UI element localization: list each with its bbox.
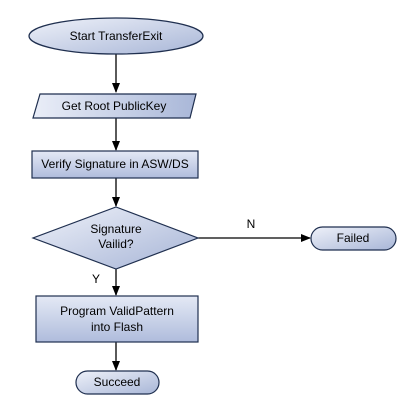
node-succeed-label: Succeed — [94, 375, 141, 389]
node-program: Program ValidPattern into Flash — [35, 295, 199, 343]
node-get-key-label: Get Root PublicKey — [62, 99, 167, 113]
edge-label-no: N — [247, 217, 256, 231]
node-failed-label: Failed — [337, 231, 370, 245]
node-succeed: Succeed — [75, 370, 160, 395]
node-start: Start TransferExit — [28, 17, 204, 55]
node-verify: Verify Signature in ASW/DS — [31, 150, 199, 179]
node-failed: Failed — [310, 226, 397, 251]
node-decision-line2: Vailid? — [98, 237, 133, 251]
node-get-key: Get Root PublicKey — [32, 93, 197, 119]
edge-label-yes: Y — [92, 272, 100, 286]
node-decision-line1: Signature — [90, 222, 142, 236]
node-program-line2: into Flash — [91, 320, 143, 334]
node-verify-label: Verify Signature in ASW/DS — [41, 157, 188, 171]
node-decision: Signature Vailid? — [31, 206, 200, 270]
node-program-line1: Program ValidPattern — [60, 304, 174, 318]
node-start-label: Start TransferExit — [70, 29, 163, 43]
